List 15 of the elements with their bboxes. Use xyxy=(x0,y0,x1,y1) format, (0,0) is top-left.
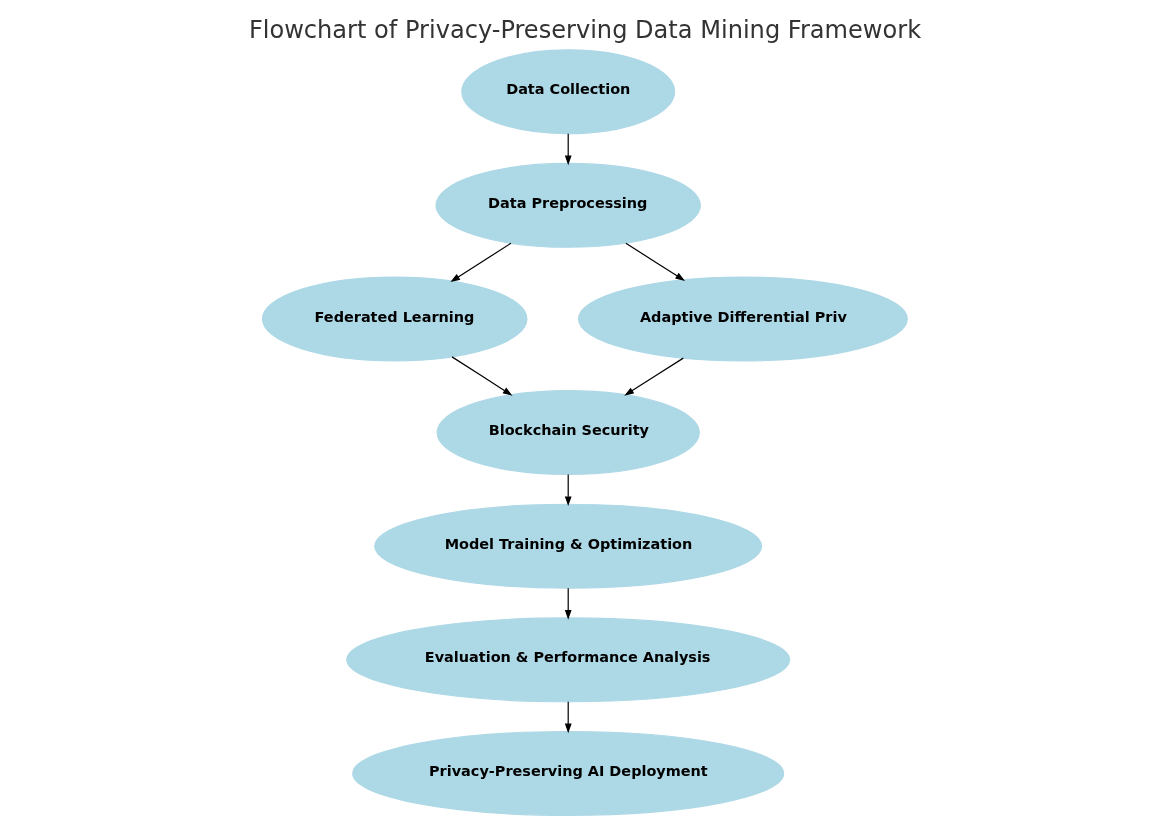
node-ellipse: Data Preprocessing xyxy=(434,162,701,248)
arrow xyxy=(564,700,572,733)
node-ellipse: Evaluation & Performance Analysis xyxy=(345,616,790,702)
node-ellipse: Model Training & Optimization xyxy=(373,503,762,589)
diagram-title: Flowchart of Privacy-Preserving Data Mining Framework xyxy=(248,15,921,44)
arrow xyxy=(564,473,572,506)
arrow xyxy=(449,242,511,282)
node-ellipse: Adaptive Differential Priv xyxy=(577,275,908,361)
arrow xyxy=(450,355,512,396)
node-ellipse: Privacy-Preserving AI Deployment xyxy=(351,730,784,816)
arrow xyxy=(623,357,684,396)
arrow xyxy=(564,132,572,165)
arrow xyxy=(564,587,572,620)
node-ellipse: Data Collection xyxy=(460,48,675,134)
arrow xyxy=(624,242,685,281)
